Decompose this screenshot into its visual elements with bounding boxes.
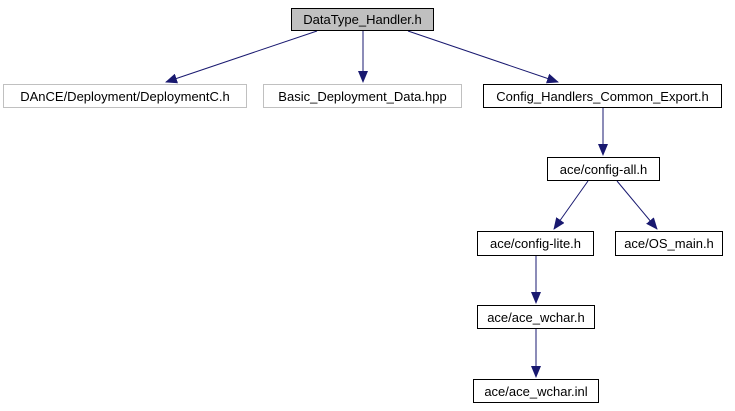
graph-node-ace-os-main-h[interactable]: ace/OS_main.h: [615, 231, 723, 256]
graph-node-ace-ace-wchar-inl[interactable]: ace/ace_wchar.inl: [473, 379, 599, 403]
graph-node-config-handlers-common-export-h[interactable]: Config_Handlers_Common_Export.h: [483, 84, 722, 108]
graph-node-dance-deployment-deploymentc-h[interactable]: DAnCE/Deployment/DeploymentC.h: [3, 84, 247, 108]
graph-edge: [616, 180, 658, 230]
graph-node-basic-deployment-data-hpp[interactable]: Basic_Deployment_Data.hpp: [263, 84, 462, 108]
graph-node-ace-config-all-h[interactable]: ace/config-all.h: [547, 157, 660, 181]
graph-node-datatype-handler-h: DataType_Handler.h: [291, 8, 434, 31]
graph-node-ace-config-lite-h[interactable]: ace/config-lite.h: [477, 231, 594, 256]
graph-edge: [165, 30, 318, 84]
graph-node-ace-ace-wchar-h[interactable]: ace/ace_wchar.h: [477, 305, 595, 329]
graph-edge: [407, 30, 559, 84]
graph-edge: [553, 180, 589, 230]
